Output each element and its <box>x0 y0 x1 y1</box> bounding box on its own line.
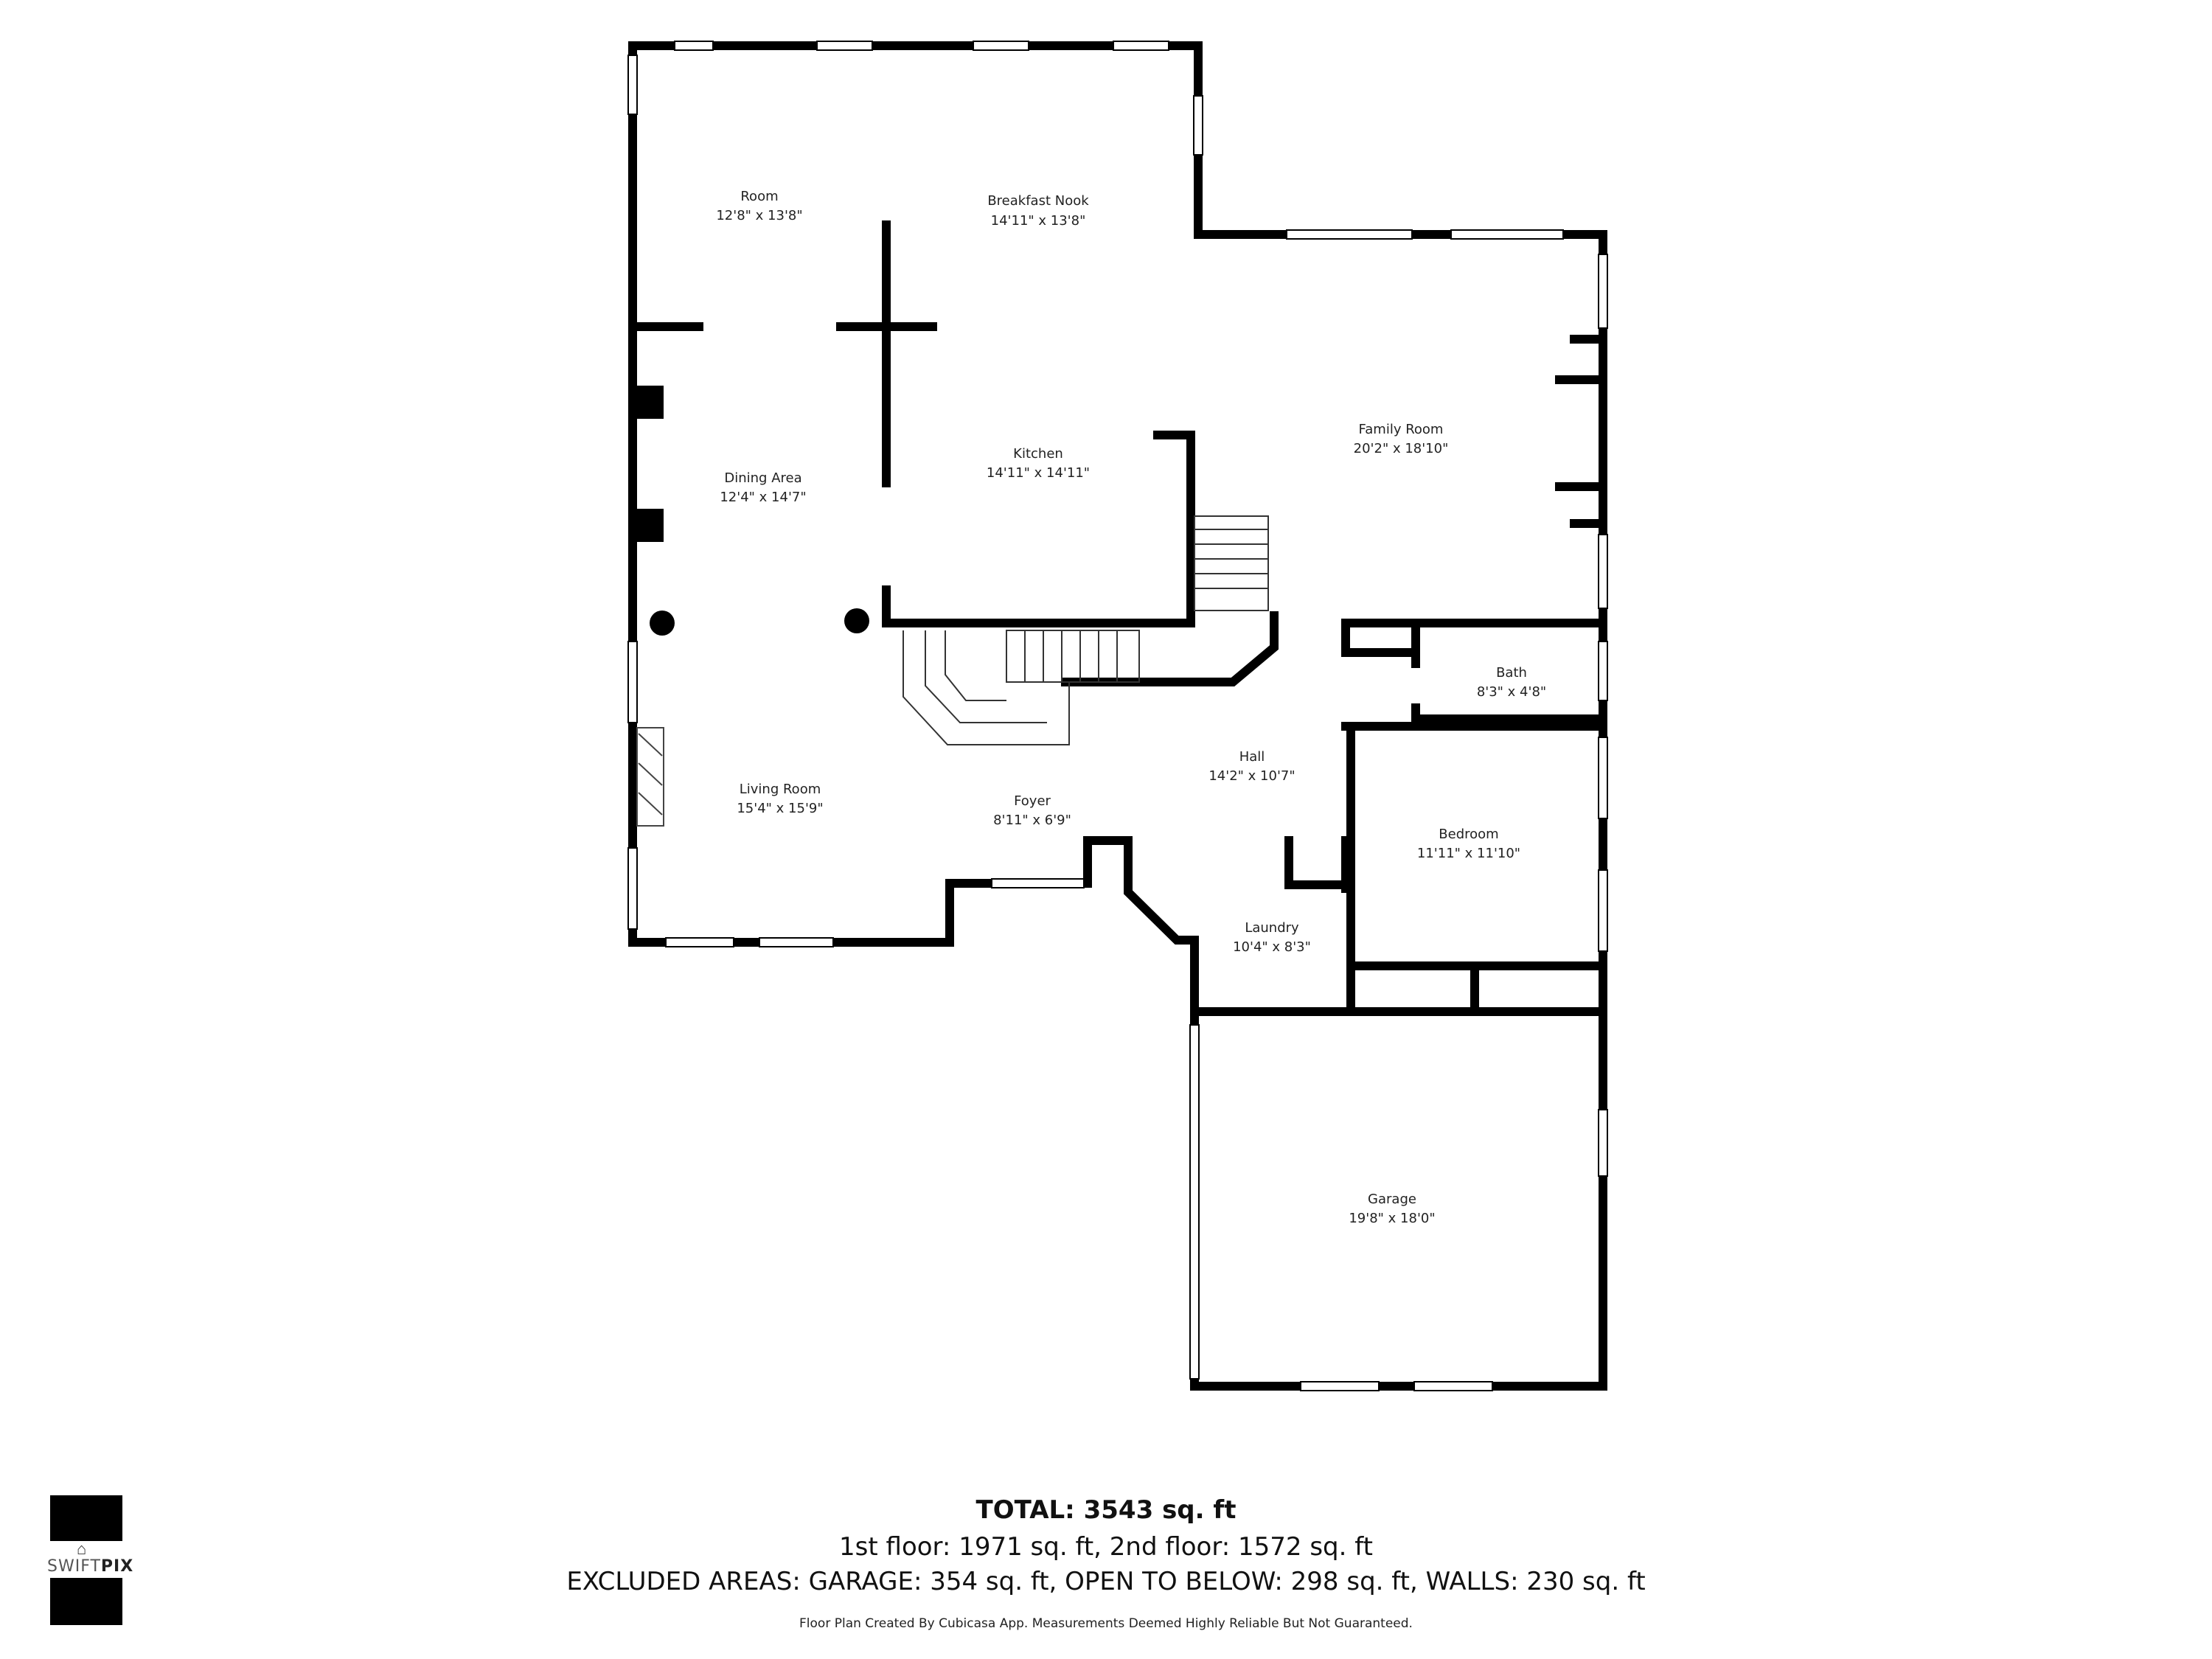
room-dims: 20'2" x 18'10" <box>1354 441 1449 456</box>
fireplace <box>636 727 664 827</box>
windows <box>627 41 1608 1391</box>
room-name: Family Room <box>1359 422 1444 437</box>
room-dims: 14'2" x 10'7" <box>1208 768 1295 784</box>
floor-areas: 1st floor: 1971 sq. ft, 2nd floor: 1572 … <box>839 1532 1373 1562</box>
room-dims: 11'11" x 11'10" <box>1417 846 1520 861</box>
logo-block-top <box>50 1495 122 1541</box>
fixtures <box>637 386 869 636</box>
room-name: Garage <box>1368 1192 1416 1207</box>
room-dims: 8'3" x 4'8" <box>1477 684 1546 700</box>
room-dims: 15'4" x 15'9" <box>737 801 823 816</box>
room-name: Room <box>740 189 778 204</box>
room-dims: 14'11" x 13'8" <box>991 213 1086 229</box>
room-name: Breakfast Nook <box>987 193 1089 209</box>
room-name: Bedroom <box>1439 827 1498 842</box>
room-dims: 12'8" x 13'8" <box>716 208 802 223</box>
walls <box>628 41 1607 1391</box>
room-dims: 19'8" x 18'0" <box>1349 1211 1435 1226</box>
excluded-areas: EXCLUDED AREAS: GARAGE: 354 sq. ft, OPEN… <box>566 1567 1646 1596</box>
room-name: Kitchen <box>1013 446 1063 462</box>
room-name: Foyer <box>1014 793 1051 809</box>
stairs <box>902 515 1269 745</box>
logo-text: SWIFTPIX <box>47 1557 134 1576</box>
room-name: Laundry <box>1245 920 1299 936</box>
room-labels: Room 12'8" x 13'8" Breakfast Nook 14'11"… <box>716 189 1546 1226</box>
room-dims: 14'11" x 14'11" <box>987 465 1090 481</box>
room-dims: 8'11" x 6'9" <box>993 813 1071 828</box>
logo-block-bottom <box>50 1578 122 1625</box>
disclaimer: Floor Plan Created By Cubicasa App. Meas… <box>799 1616 1413 1631</box>
room-dims: 10'4" x 8'3" <box>1233 939 1311 955</box>
room-dims: 12'4" x 14'7" <box>720 490 806 505</box>
total-area: TOTAL: 3543 sq. ft <box>975 1495 1237 1525</box>
room-name: Bath <box>1496 665 1527 681</box>
room-name: Hall <box>1239 749 1265 765</box>
house-camera-icon: ⌂ <box>77 1540 87 1558</box>
room-name: Living Room <box>740 782 821 797</box>
room-name: Dining Area <box>724 470 801 486</box>
